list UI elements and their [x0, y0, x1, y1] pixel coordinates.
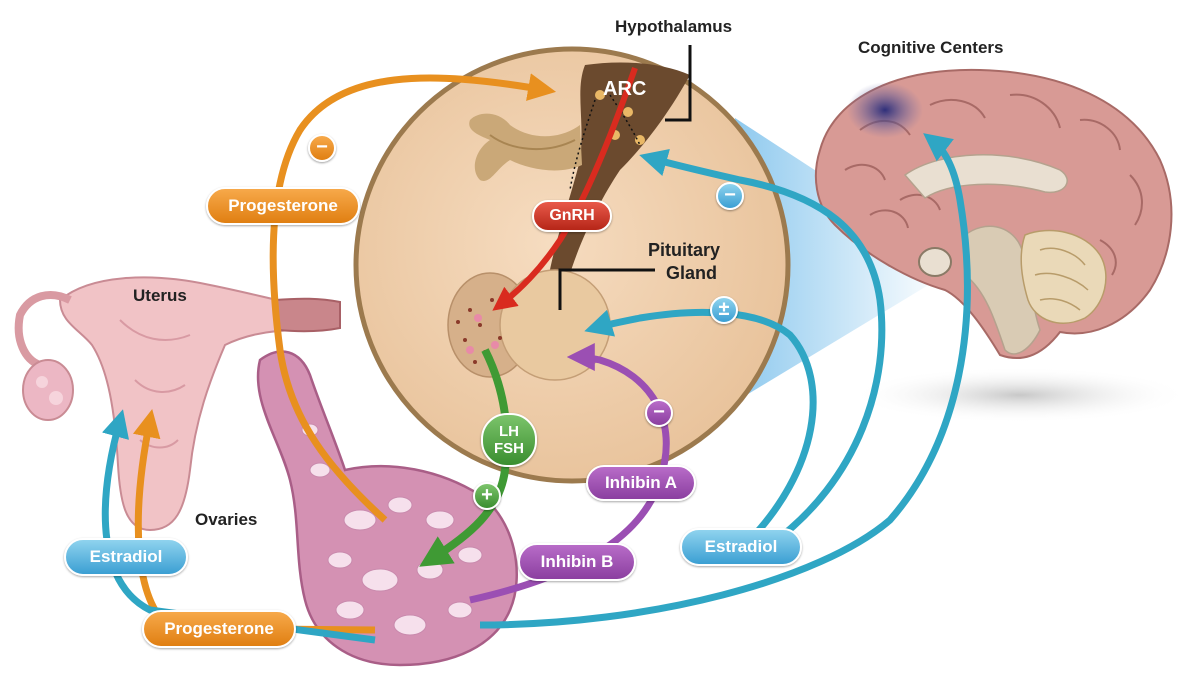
pituitary-gland [447, 269, 611, 381]
cognitive-centers-label: Cognitive Centers [858, 38, 1004, 57]
fsh-label: FSH [494, 440, 524, 457]
progesterone-inhibit-badge: − [308, 134, 336, 162]
inhibin-inhibit-badge: − [645, 399, 673, 427]
pituitary-pointer [558, 268, 655, 310]
lh-label: LH [499, 423, 519, 440]
brain-shadow [850, 367, 1190, 423]
hypothalamus-pointer [665, 45, 692, 122]
inhibin-a-pill: Inhibin A [586, 465, 696, 501]
estradiol-pituitary-badge: ± [710, 296, 738, 324]
estradiol-left-pill: Estradiol [64, 538, 188, 576]
lh-fsh-stimulate-badge: + [473, 482, 501, 510]
pituitary-label-line1: Pituitary [648, 240, 721, 260]
inhibin-b-pill: Inhibin B [518, 543, 636, 581]
estradiol-hypothalamus-badge: − [716, 182, 744, 210]
pituitary-label-line2: Gland [666, 263, 718, 283]
lh-fsh-pill: LH FSH [481, 413, 537, 467]
ovary-illustration [256, 350, 518, 667]
gnrh-pill: GnRH [532, 200, 612, 232]
ovaries-label: Ovaries [195, 510, 258, 529]
progesterone-bottom-pill: Progesterone [142, 610, 296, 648]
arc-label: ARC [603, 78, 647, 100]
arc-neurons [595, 90, 645, 145]
hypothalamus-label: Hypothalamus [615, 17, 733, 36]
estradiol-pituitary-arrow [584, 308, 817, 548]
brain-illustration [814, 68, 1173, 359]
lh-fsh-arrow [419, 348, 511, 567]
uterus-label: Uterus [133, 286, 187, 305]
estradiol-cognitive-arrow [479, 133, 971, 629]
estradiol-right-pill: Estradiol [680, 528, 802, 566]
progesterone-top-pill: Progesterone [206, 187, 360, 225]
cognitive-centers-highlight [847, 82, 923, 138]
estradiol-hypothalamus-arrow [639, 149, 886, 548]
